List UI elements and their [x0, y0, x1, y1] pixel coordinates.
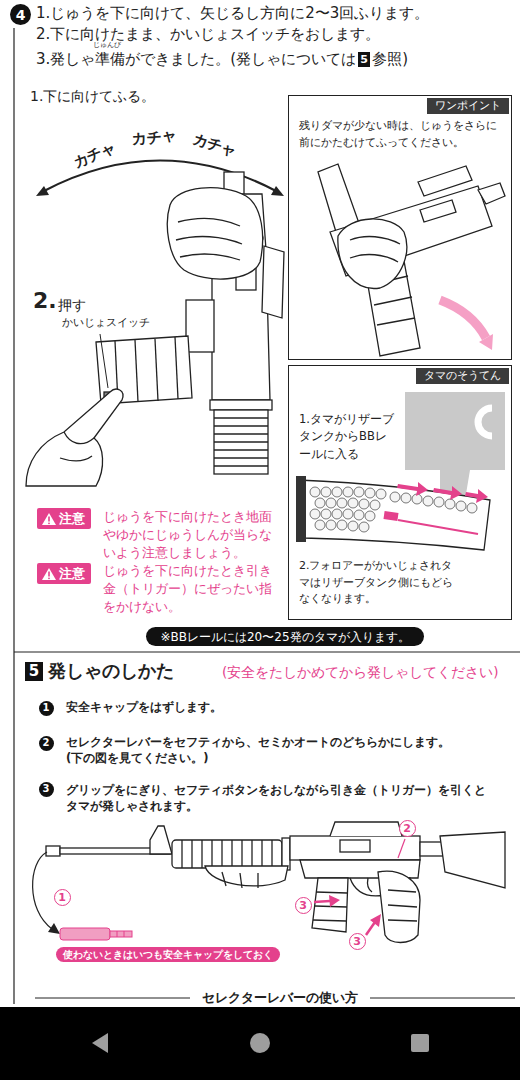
instruction-text: 1.じゅうを下に向けて、矢じるし方向に2〜3回ふります。: [36, 4, 429, 22]
node-text: 注意: [59, 567, 85, 580]
page-frame: [14, 28, 520, 1004]
warning-icon: [41, 512, 57, 526]
node-text: 2: [43, 738, 50, 748]
step-label: 2.: [33, 288, 57, 314]
node-text: 5: [360, 54, 368, 65]
node-text: 3: [299, 900, 307, 911]
sound-effect: カチャ: [131, 126, 177, 147]
step-text: (下の図を見てください。): [66, 752, 209, 766]
warning-icon: [41, 567, 57, 581]
loading-panel: タマのそうてん 1.タマがリザーブタンクからBBレールに入る 2.フォロアーがかいじ…: [288, 365, 512, 620]
section-title: 発しゃのしかた: [48, 660, 174, 682]
node-text: 2.フォロアーがかいじょされタマはリザーブタンク側にもどらなくなります。: [299, 558, 459, 608]
tilt-arrow: [440, 300, 493, 350]
node-text: 残りダマが少ない時は、じゅうをさらに前にかたむけてふってください。: [299, 118, 504, 151]
node-text: 1: [43, 703, 50, 713]
step-number: 1: [39, 701, 54, 716]
safety-cap: [60, 928, 132, 940]
node-text: 注意: [59, 512, 85, 525]
step-number: 4: [10, 4, 31, 25]
callout-arrows: [314, 839, 405, 935]
node-text: 3: [43, 784, 50, 794]
section-number: 5: [25, 662, 43, 681]
one-point-panel: ワンポイント残りダマが少ない時は、じゅうをさらに前にかたむけてふってください。: [288, 95, 512, 360]
action-label: 押す: [58, 297, 86, 314]
step-text: グリップをにぎり、セフティボタンをおしながら引き金（トリガー）を引くとタマが発し…: [66, 782, 491, 814]
node-text: 3: [353, 936, 361, 947]
part-label: かいじょスイッチ: [62, 316, 150, 329]
node-text: 使わないときはいつも安全キャップをしておく: [63, 950, 273, 960]
callout-number: 3: [295, 897, 312, 914]
ruby-text: じゅんび: [93, 42, 121, 49]
gun-pointing-down: [26, 172, 284, 486]
figure-caption: 1.下に向けてふる。: [30, 88, 155, 105]
instruction-text: 参照): [372, 50, 408, 68]
tilted-gun: [318, 164, 505, 356]
instruction-text: 3.発しゃ準備ができました。(発しゃについては: [36, 50, 356, 68]
node-text: 2: [403, 823, 411, 834]
caution-badge: 注意: [37, 508, 91, 529]
node-text: 1.タマがリザーブタンクからBBレールに入る: [299, 411, 397, 463]
step-number: 3: [39, 782, 54, 797]
node-text: 5: [29, 664, 39, 679]
sound-effect: カチャ: [190, 129, 238, 160]
section-ref-box: 5: [358, 52, 370, 67]
step-text: セレクターレバーをセフティから、セミかオートのどちらかにします。: [66, 736, 450, 750]
magazine-cutaway: [296, 476, 490, 550]
leader-line: [100, 334, 108, 388]
caution-text: じゅうを下に向けたとき地面やゆかにじゅうしんが当らないよう注意しましょう。: [103, 508, 275, 562]
subsection-title: セレクターレバーの使い方: [202, 990, 358, 1006]
caution-badge: 注意: [37, 563, 91, 584]
step-number: 2: [39, 736, 54, 751]
callout-number: 3: [349, 933, 366, 950]
gun-side-view: [46, 822, 505, 943]
shake-arrow: [36, 161, 284, 197]
node-text: 4: [16, 8, 26, 22]
instruction-text: 2.下に向けたまま、かいじょスイッチをおします。: [36, 25, 380, 43]
section-subtitle: (安全をたしかめてから発しゃしてください): [222, 664, 499, 680]
callout-number: 2: [399, 820, 416, 837]
note-bar: ※BBレールには20〜25発のタマが入ります。: [146, 627, 423, 646]
nav-bar: [0, 1007, 520, 1080]
cap-reminder-bar: 使わないときはいつも安全キャップをしておく: [56, 947, 280, 962]
panel-header: ワンポイント: [427, 98, 509, 114]
callout-number: 1: [54, 889, 71, 906]
step-text: 安全キャップをはずします。: [66, 701, 222, 715]
node-text: 1: [58, 892, 66, 903]
panel-header: タマのそうてん: [416, 368, 509, 384]
node-text: ※BBレールには20〜25発のタマが入ります。: [160, 631, 409, 643]
caution-text: じゅうを下に向けたとき引き金（トリガー）にぜったい指をかけない。: [103, 562, 275, 616]
